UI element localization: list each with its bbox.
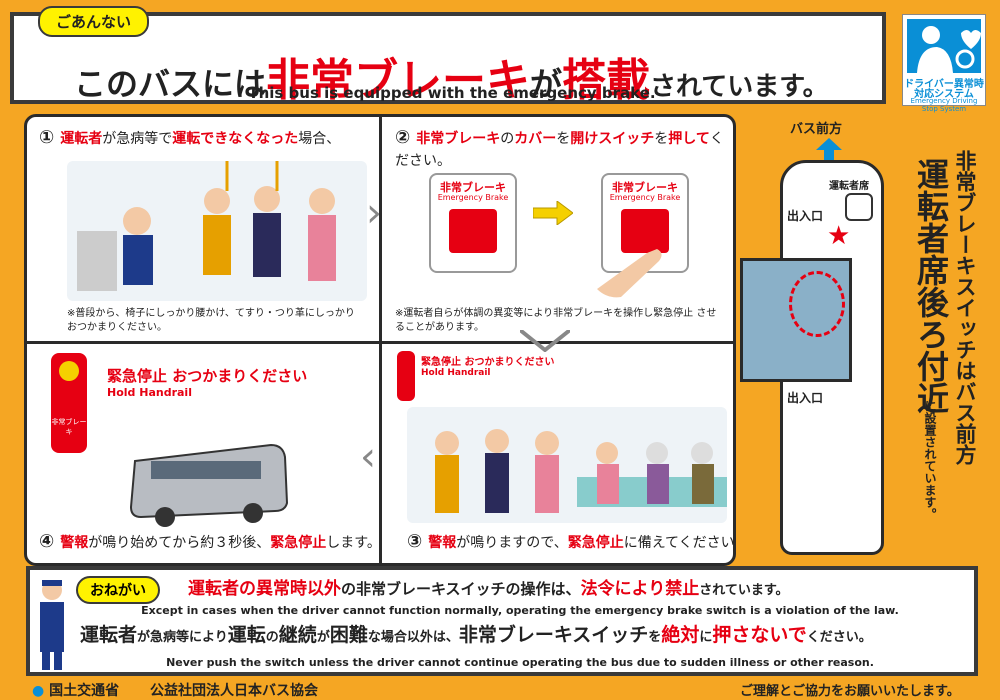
- mlit-logo-icon: ●: [32, 683, 45, 699]
- request-tag: おねがい: [76, 576, 160, 604]
- step-3-sign: 緊急停止 おつかまりください Hold Handrail: [421, 353, 554, 378]
- system-logo: ドライバー異常時 対応システム Emergency Driving Stop S…: [902, 14, 986, 113]
- footer-org1-text: 国土交通省: [49, 683, 120, 699]
- switch-button: [621, 209, 669, 253]
- switch-cover: [449, 209, 497, 253]
- vertical-text-col1: 非常ブレーキスイッチはバス前方: [953, 150, 977, 465]
- driver-icon: [907, 19, 981, 73]
- step-4-alarm-device: 非常ブレーキ: [51, 353, 87, 453]
- step-3-sign-text: 緊急停止 おつかまりください: [421, 357, 555, 368]
- device-label: 非常ブレーキ: [612, 181, 678, 194]
- staff-bowing-icon: [34, 576, 70, 672]
- step-2-note: ※運転者自らが体調の異変等により非常ブレーキを操作し緊急停止 させることがありま…: [395, 308, 717, 333]
- request-line-2: 運転者が急病等により運転の継続が困難な場合以外は、非常ブレーキスイッチを絶対に押…: [80, 624, 872, 646]
- request-line-1: 運転者の異常時以外の非常ブレーキスイッチの操作は、法令により禁止されています。: [188, 579, 789, 599]
- step-1-illustration: [67, 161, 367, 301]
- chevron-right-icon: ›: [366, 190, 382, 236]
- step-3-illustration: [407, 407, 727, 523]
- step-4-sign-en: Hold Handrail: [107, 386, 192, 399]
- footer-org-bus-assoc: 公益社団法人日本バス協会: [150, 683, 318, 699]
- footer-org-mlit: ● 国土交通省: [32, 680, 119, 700]
- step-4-sign: 緊急停止 おつかまりください Hold Handrail: [107, 365, 307, 399]
- step-1-note: ※普段から、椅子にしっかり腰かけ、てすり・つり革にしっかり おつかまりください。: [67, 308, 355, 333]
- step-3-alarm-device: [397, 351, 415, 401]
- page-title: このバスには非常ブレーキが搭載されています。: [74, 55, 829, 106]
- device-label: 非常ブレーキ: [440, 181, 506, 194]
- arrow-up-icon: [816, 138, 842, 166]
- header-banner: このバスには非常ブレーキが搭載されています。 This bus is equip…: [10, 12, 886, 106]
- page-subtitle: This bus is equipped with the emergency …: [248, 84, 656, 102]
- device-label-en: Emergency Brake: [609, 193, 681, 202]
- location-circle: [789, 271, 845, 337]
- logo-line1: ドライバー異常時: [904, 79, 984, 90]
- driver-seat-label: 運転者席: [829, 181, 869, 192]
- request-banner: おねがい 運転者の異常時以外の非常ブレーキスイッチの操作は、法令により禁止されて…: [26, 566, 978, 676]
- logo-line3: Emergency Driving Stop System: [910, 97, 978, 113]
- vertical-text-col2: 運転者席後ろ付近: [912, 158, 950, 414]
- request-line-2-en: Never push the switch unless the driver …: [166, 656, 874, 669]
- brake-device-open: 非常ブレーキ Emergency Brake: [601, 173, 689, 273]
- footer-thanks: ご理解とご協力をお願いいたします。: [740, 684, 960, 699]
- entrance-1-label: 出入口: [787, 209, 824, 223]
- switch-location-photo: [740, 258, 852, 382]
- entrance-2-label: 出入口: [787, 391, 824, 405]
- star-icon: ★: [827, 221, 851, 251]
- divider-vertical: [379, 117, 382, 563]
- step-3-sign-en: Hold Handrail: [421, 368, 491, 378]
- arrow-right-icon: [532, 200, 574, 226]
- step-4-device-label: 非常ブレーキ: [51, 418, 87, 436]
- logo-line2: 対応システム: [914, 89, 974, 100]
- device-label-en: Emergency Brake: [437, 193, 509, 202]
- vertical-text-col3: に設置されています。: [923, 400, 937, 520]
- finger-icon: [587, 249, 667, 299]
- chevron-down-icon: [518, 328, 572, 356]
- alarm-lamp-icon: [59, 361, 79, 381]
- bus-icon: [121, 431, 291, 531]
- step-4-sign-text: 緊急停止 おつかまりください: [107, 367, 308, 385]
- brake-device-closed: 非常ブレーキ Emergency Brake: [429, 173, 517, 273]
- request-line-1-en: Except in cases when the driver cannot f…: [141, 604, 899, 617]
- chevron-left-icon: ‹: [360, 434, 376, 480]
- notice-tag: ごあんない: [38, 6, 150, 37]
- bus-front-label: バス前方: [790, 122, 843, 137]
- driver-seat-icon: [845, 193, 873, 221]
